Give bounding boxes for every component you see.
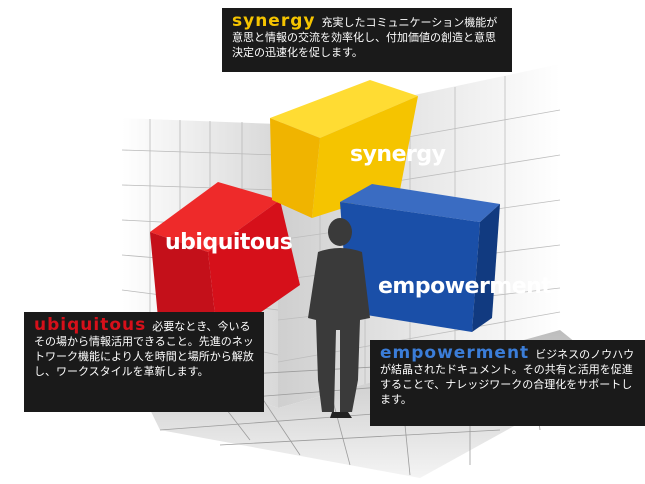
- synergy-heading: synergy: [232, 11, 316, 31]
- empowerment-cube-label: empowerment: [378, 274, 552, 299]
- empowerment-cube: [340, 184, 500, 332]
- synergy-cube-label: synergy: [350, 142, 446, 167]
- ubiquitous-cube-label: ubiquitous: [165, 230, 293, 255]
- empowerment-heading: empowerment: [380, 343, 530, 363]
- synergy-text: 充実したコミュニケーション機能が意思と情報の交流を効率化し、付加価値の創造と意思…: [232, 16, 498, 59]
- ubiquitous-text: 必要なとき、今いるその場から情報活用できること。先進のネットワーク機能により人を…: [34, 320, 254, 378]
- ubiquitous-heading: ubiquitous: [34, 315, 147, 335]
- businessman-silhouette: [308, 218, 370, 418]
- empowerment-text: ビジネスのノウハウが結晶されたドキュメント。その共有と活用を促進することで、ナレ…: [380, 348, 635, 406]
